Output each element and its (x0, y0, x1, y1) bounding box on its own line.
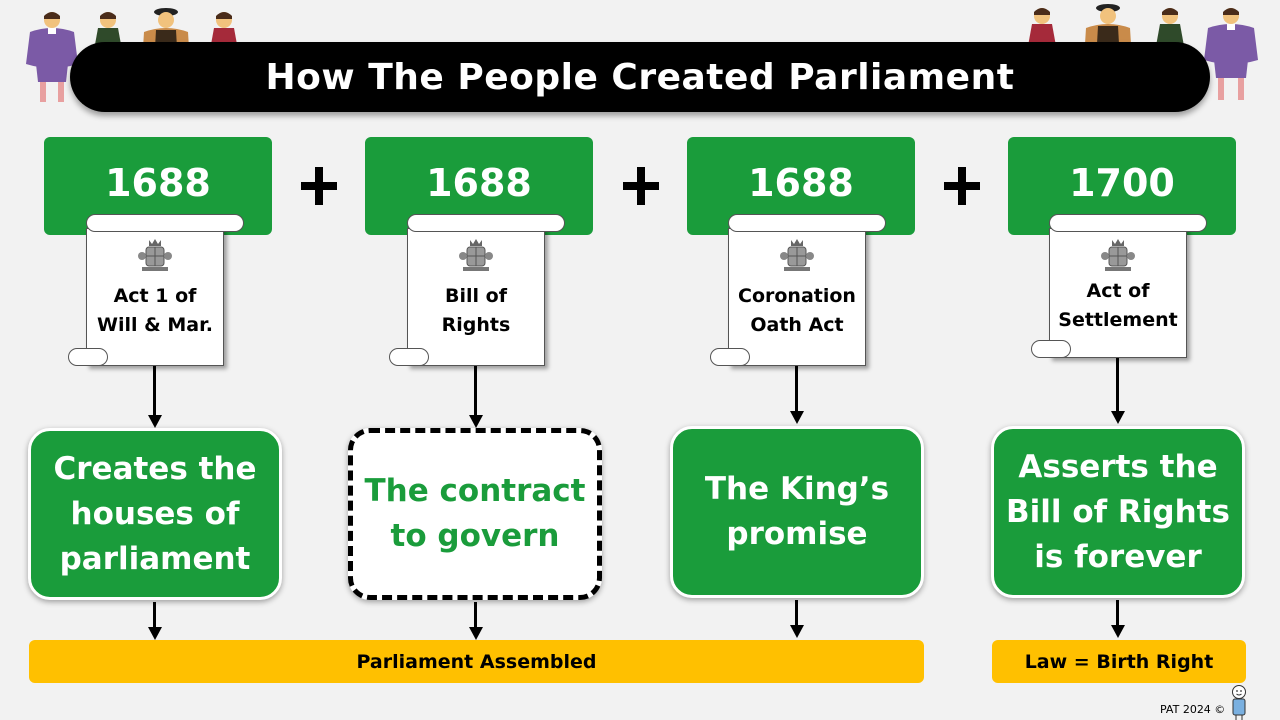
act-name-line: Rights (441, 314, 511, 336)
result-bar-birth-right: Law = Birth Right (992, 640, 1246, 683)
scroll-top-roll (1049, 214, 1207, 232)
description-line: parliament (59, 540, 251, 577)
down-arrow-icon (469, 366, 483, 428)
scroll-top-roll (407, 214, 565, 232)
stick-figure-icon (1232, 685, 1246, 720)
plus-icon (623, 167, 659, 205)
act-name-line: Oath Act (750, 314, 844, 336)
act-scroll-2: Bill of Rights (389, 214, 569, 374)
page-title: How The People Created Parliament (265, 56, 1015, 98)
credit-text: PAT 2024 © (1160, 703, 1226, 716)
royal-crest-icon (459, 239, 493, 271)
royal-crest-icon (138, 239, 172, 271)
description-box-3: The King’s promise (670, 426, 924, 598)
scroll-top-roll (86, 214, 244, 232)
tudor-figure-icon (26, 12, 78, 102)
down-arrow-icon (1111, 600, 1125, 638)
act-name-line: Coronation (738, 285, 856, 307)
plus-icon (944, 167, 980, 205)
act-name: Bill of Rights (407, 282, 545, 340)
down-arrow-icon (1111, 358, 1125, 424)
act-scroll-3: Coronation Oath Act (710, 214, 890, 374)
scroll-bottom-roll (710, 348, 750, 366)
scroll-bottom-roll (389, 348, 429, 366)
description-box-4: Asserts the Bill of Rights is forever (991, 426, 1245, 598)
royal-crest-icon (780, 239, 814, 271)
down-arrow-icon (148, 366, 162, 428)
scroll-top-roll (728, 214, 886, 232)
royal-crest-icon (1101, 239, 1135, 271)
description-text: The King’s promise (705, 467, 889, 557)
title-banner: How The People Created Parliament (70, 42, 1210, 112)
act-name-line: Will & Mar. (97, 314, 213, 336)
description-line: is forever (1034, 538, 1202, 575)
tudor-figure-icon (1204, 8, 1258, 100)
description-text: The contract to govern (365, 469, 586, 559)
description-line: Bill of Rights (1006, 493, 1230, 530)
act-name-line: Act of (1086, 280, 1150, 302)
description-line: promise (726, 516, 868, 552)
act-scroll-1: Act 1 of Will & Mar. (68, 214, 248, 374)
down-arrow-icon (790, 600, 804, 638)
act-scroll-4: Act of Settlement (1031, 214, 1211, 374)
act-name: Act 1 of Will & Mar. (86, 282, 224, 340)
down-arrow-icon (148, 602, 162, 640)
description-line: The contract (364, 473, 586, 509)
down-arrow-icon (790, 366, 804, 424)
description-text: Creates the houses of parliament (54, 447, 257, 582)
description-box-2: The contract to govern (348, 428, 602, 600)
description-line: houses of (70, 495, 240, 532)
down-arrow-icon (469, 602, 483, 640)
act-name: Coronation Oath Act (728, 282, 866, 340)
act-name-line: Settlement (1058, 309, 1178, 331)
description-box-1: Creates the houses of parliament (28, 428, 282, 600)
description-line: Asserts the (1018, 448, 1218, 485)
act-name: Act of Settlement (1049, 277, 1187, 335)
scroll-bottom-roll (1031, 340, 1071, 358)
description-line: to govern (390, 518, 560, 554)
act-name-line: Bill of (445, 285, 507, 307)
plus-icon (301, 167, 337, 205)
description-line: The King’s (704, 471, 890, 507)
description-line: Creates the (53, 450, 257, 487)
description-text: Asserts the Bill of Rights is forever (1006, 445, 1230, 580)
result-bar-parliament: Parliament Assembled (29, 640, 924, 683)
scroll-bottom-roll (68, 348, 108, 366)
act-name-line: Act 1 of (113, 285, 197, 307)
